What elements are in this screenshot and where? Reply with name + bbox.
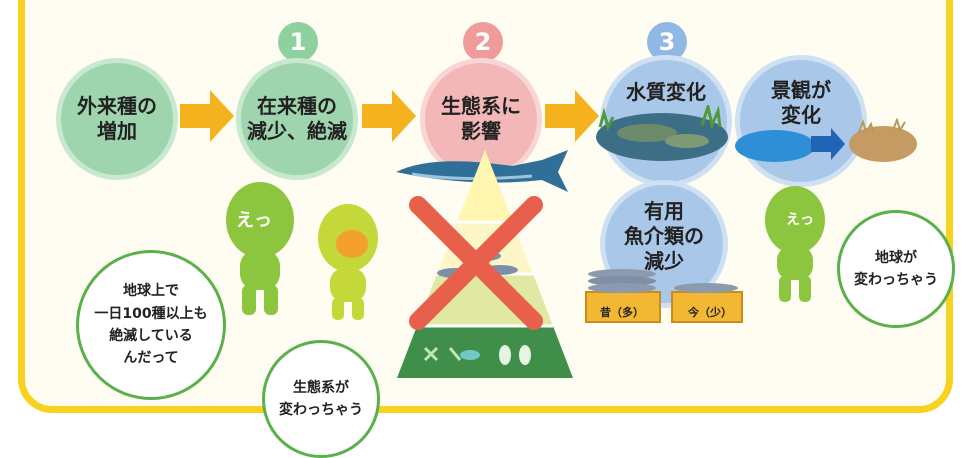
step-number-1: 1	[278, 22, 318, 62]
speech-line: 生態系が	[293, 379, 349, 396]
effect-label: 水質変化	[626, 80, 706, 104]
fish-crate-now	[671, 283, 743, 323]
step-label: 外来種の	[77, 94, 157, 118]
effect-circle-landscape: 景観が 変化	[735, 55, 867, 187]
speech-line: 一日100種以上も	[94, 305, 208, 322]
speech-line: 変わっちゃう	[854, 272, 938, 288]
speech-bubble-extinction: 地球上で 一日100種以上も 絶滅している んだって	[76, 250, 226, 400]
speech-line: 絶滅している	[109, 328, 193, 344]
step-label: 生態系に	[441, 94, 521, 118]
crate-label-now: 今（少）	[688, 306, 732, 319]
speech-line: 変わっちゃう	[279, 402, 363, 418]
step-label: 増加	[97, 119, 137, 143]
effect-label: 変化	[781, 103, 821, 127]
landscape-change-illustration	[735, 118, 917, 162]
effect-label: 魚介類の	[624, 224, 704, 248]
speech-line: 地球上で	[122, 283, 179, 300]
arrow-right-icon	[180, 90, 234, 142]
crate-label-old: 昔（多）	[600, 306, 644, 319]
mascot-exclaim: えっ	[236, 210, 272, 231]
step-circle-native-decline: 在来種の 減少、絶滅	[236, 58, 358, 180]
step-circle-alien-increase: 外来種の 増加	[56, 58, 178, 180]
step-circle-ecosystem-impact: 生態系に 影響	[420, 58, 542, 180]
mascot-crying	[318, 204, 378, 320]
speech-bubble-ecosystem: 生態系が 変わっちゃう	[262, 340, 380, 458]
arrow-right-icon	[362, 90, 416, 142]
step-label: 影響	[461, 119, 501, 143]
mascot-exclaim: えっ	[786, 212, 814, 228]
effect-label: 有用	[644, 199, 684, 223]
mascot-surprised-left	[226, 182, 294, 315]
cross-mark-icon	[409, 196, 543, 330]
effect-label: 減少	[644, 249, 684, 273]
step-label: 減少、絶滅	[247, 119, 347, 143]
fish-crate-old	[585, 269, 661, 323]
step-number-2: 2	[463, 22, 503, 62]
mascot-surprised-right	[765, 186, 825, 302]
speech-bubble-earth: 地球が 変わっちゃう	[837, 210, 955, 328]
arrow-right-icon	[545, 90, 599, 142]
pond-illustration	[596, 105, 728, 161]
step-label: 在来種の	[257, 94, 337, 118]
speech-line: 地球が	[875, 249, 917, 266]
speech-line: んだって	[123, 350, 179, 367]
effect-label: 景観が	[771, 78, 831, 102]
